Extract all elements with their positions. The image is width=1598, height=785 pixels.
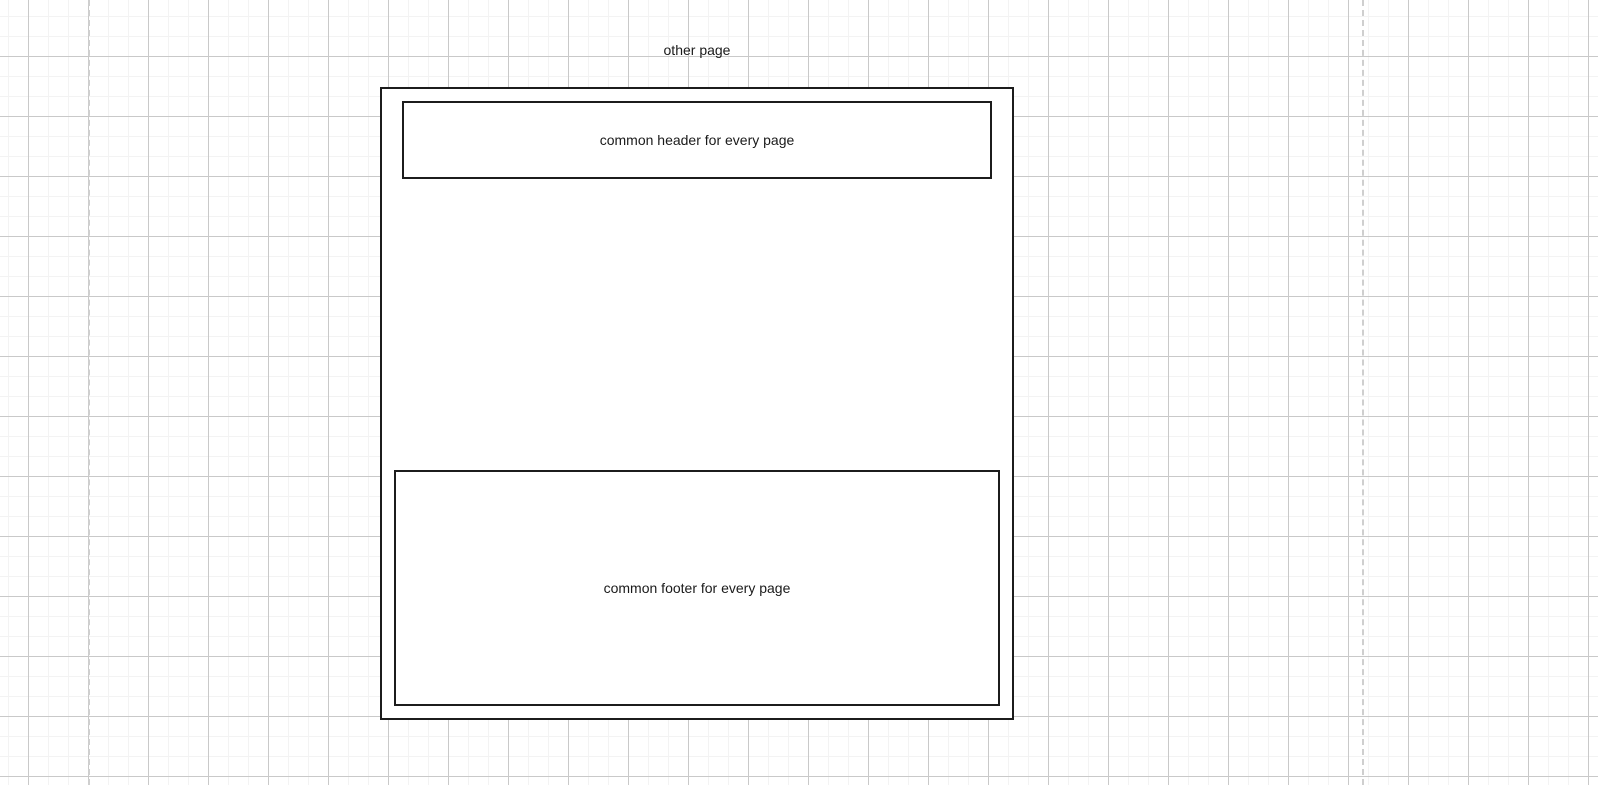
page-container-shape[interactable]: common header for every page common foot… [380, 87, 1014, 720]
guide-line-right [1362, 0, 1364, 785]
page-title: other page [663, 42, 731, 58]
header-box-label: common header for every page [599, 132, 795, 148]
footer-box-label: common footer for every page [603, 580, 791, 596]
header-box-shape[interactable]: common header for every page [402, 101, 992, 179]
footer-box-shape[interactable]: common footer for every page [394, 470, 1000, 706]
guide-line-left [88, 0, 90, 785]
